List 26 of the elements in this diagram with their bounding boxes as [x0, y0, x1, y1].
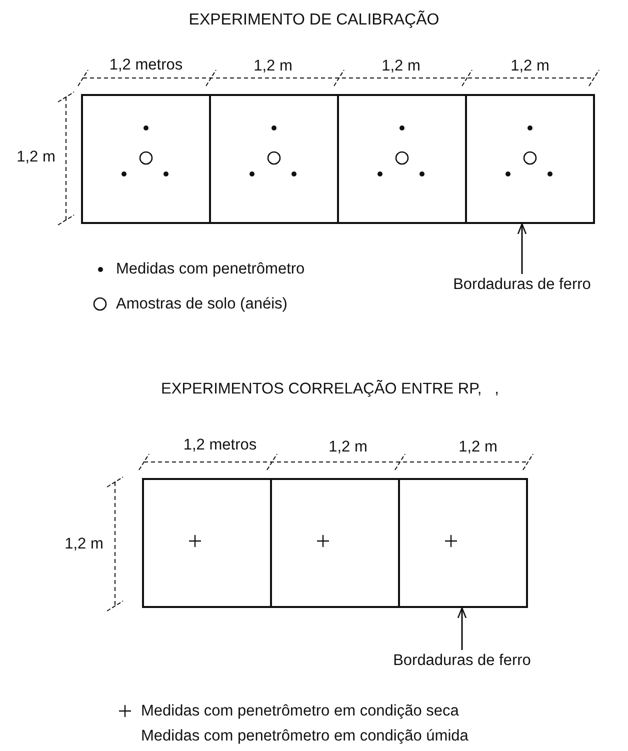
plot-box — [337, 94, 467, 224]
arrow — [517, 223, 527, 274]
dimension-label: 1,2 m — [458, 438, 498, 458]
arrow — [457, 607, 467, 650]
dimension-label: 1,2 m — [328, 438, 368, 458]
legend-text: Medidas com penetrômetro — [116, 260, 305, 280]
plot-box — [142, 478, 272, 608]
dimension-label: 1,2 m — [16, 148, 56, 168]
plot-box — [398, 478, 528, 608]
legend-text: Medidas com penetrômetro em condição seca — [141, 702, 459, 722]
dimension-label: 1,2 m — [254, 58, 292, 76]
dimension-label: 1,2 m — [64, 536, 104, 554]
dimension-label: 1,2 metros — [109, 56, 183, 76]
plot-box — [209, 94, 339, 224]
section-heading: EXPERIMENTOS CORRELAÇÃO ENTRE RP, , — [161, 380, 499, 400]
plot-box — [81, 94, 211, 224]
callout-label: Bordaduras de ferro — [393, 652, 531, 671]
legend-text: Medidas com penetrômetro em condição úmida — [141, 728, 468, 746]
plot-box — [270, 478, 400, 608]
section-heading: EXPERIMENTO DE CALIBRAÇÃO — [188, 10, 440, 30]
dimension-label: 1,2 metros — [183, 436, 257, 456]
callout-label: Bordaduras de ferro — [453, 276, 591, 295]
plot-box — [465, 94, 595, 224]
dimension-label: 1,2 m — [510, 58, 550, 76]
dimension-label: 1,2 m — [382, 58, 420, 76]
legend-text: Amostras de solo (anéis) — [116, 296, 288, 314]
